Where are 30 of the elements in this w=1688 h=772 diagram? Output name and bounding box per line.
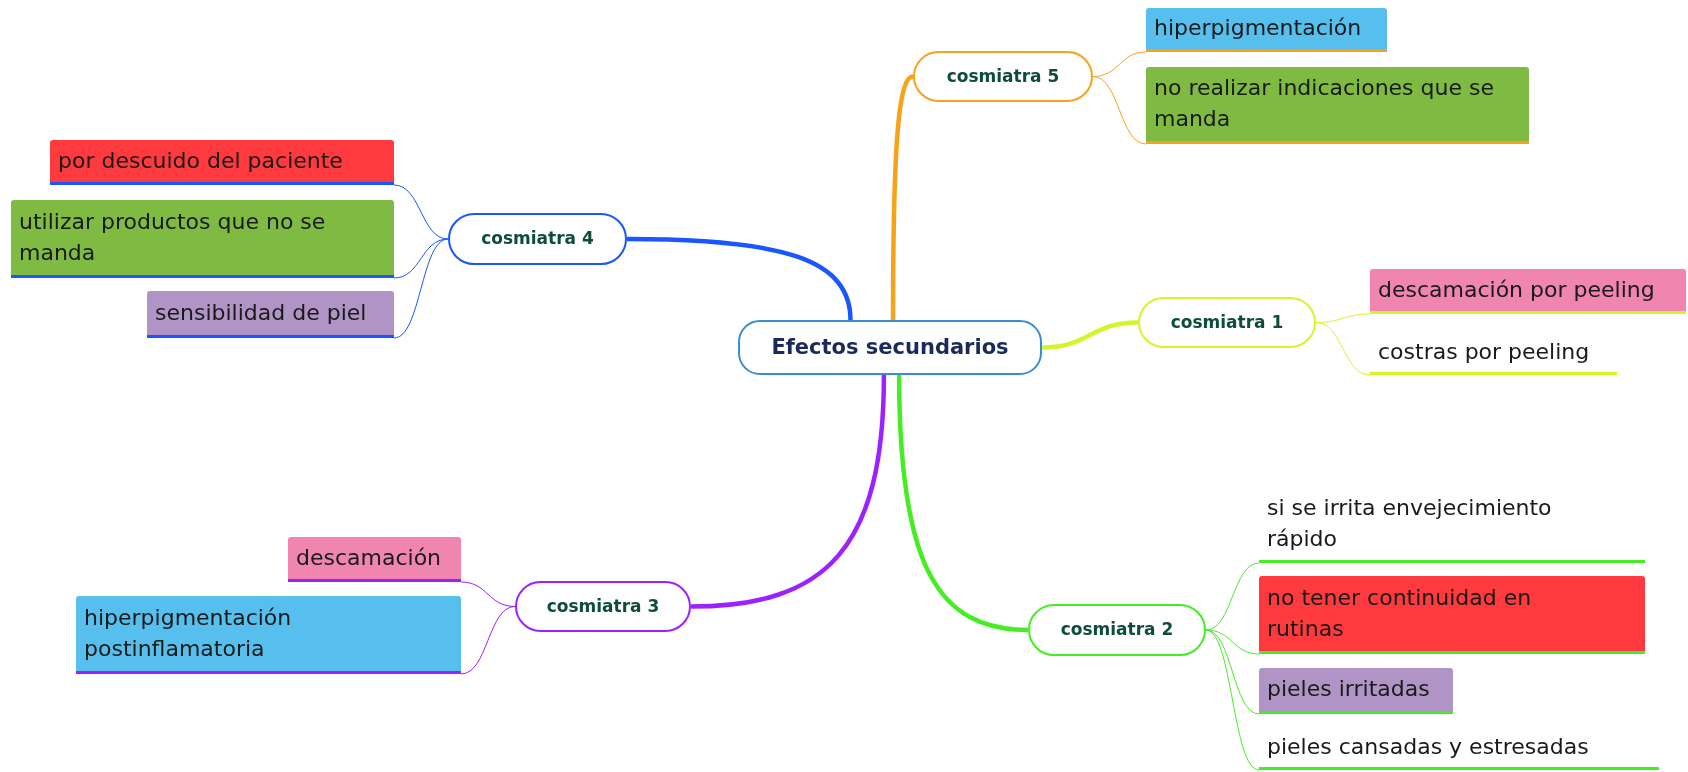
connector-line (460, 606, 516, 675)
topic-box: no tener continuidad en rutinas (1259, 576, 1645, 654)
branch-topic: cosmiatra 2 (1028, 604, 1206, 656)
branch-topic: cosmiatra 3 (515, 581, 691, 632)
connector-line (1041, 320, 1139, 350)
branch-topic: cosmiatra 4 (448, 213, 627, 265)
connector-line (690, 374, 887, 609)
branch-topic: cosmiatra 1 (1138, 297, 1316, 348)
connector-line (393, 184, 449, 240)
topic-box: hiperpigmentación (1146, 8, 1387, 52)
connector-line (890, 74, 914, 320)
connector-line (626, 236, 853, 321)
topic-box: utilizar productos que no se manda (11, 200, 394, 278)
topic-box: sensibilidad de piel (147, 291, 394, 338)
topic-text: si se irrita envejecimiento rápido (1259, 488, 1645, 563)
connector-line (393, 238, 449, 339)
connector-line (1205, 629, 1260, 655)
topic-box: hiperpigmentación postinflamatoria (76, 596, 461, 674)
topic-box: descamación (288, 537, 461, 582)
topic-box: descamación por peeling (1370, 269, 1686, 314)
topic-text: costras por peeling (1370, 333, 1617, 375)
connector-line (1315, 322, 1371, 376)
central-topic: Efectos secundarios (738, 320, 1042, 375)
topic-box: por descuido del paciente (50, 140, 394, 185)
connector-line (1092, 76, 1147, 145)
branch-topic: cosmiatra 5 (913, 51, 1093, 102)
connector-line (896, 374, 1029, 633)
topic-box: no realizar indicaciones que se manda (1146, 67, 1529, 144)
topic-box: pieles irritadas (1259, 668, 1453, 714)
topic-text: pieles cansadas y estresadas (1259, 728, 1659, 770)
